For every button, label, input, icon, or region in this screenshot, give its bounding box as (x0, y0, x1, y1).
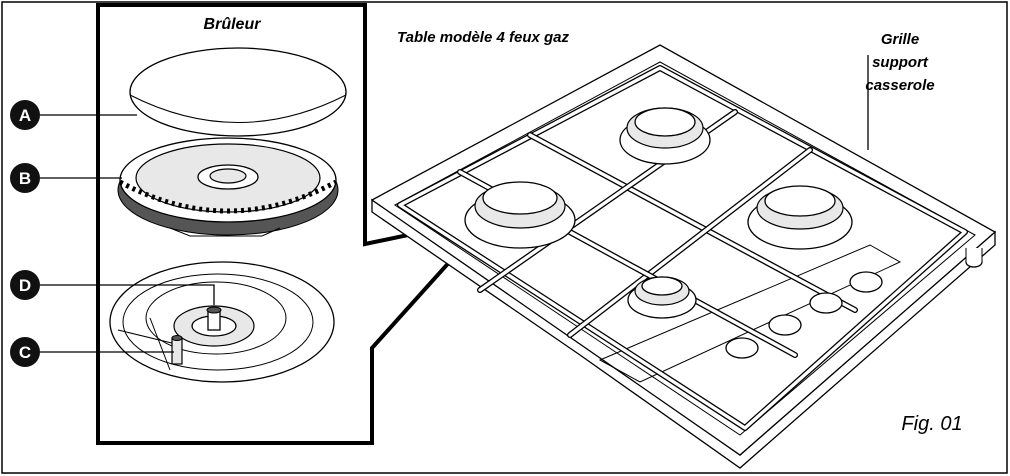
callout-letter-c: C (19, 343, 31, 362)
burner-title: Brûleur (204, 16, 262, 33)
grille-label-line-2: support (872, 54, 929, 71)
hob-burner-front (627, 276, 697, 319)
burner-base (109, 261, 335, 383)
leader-lines (40, 55, 869, 353)
callout-letter-b: B (19, 169, 31, 188)
callout-d: D (10, 270, 40, 300)
callout-b: B (10, 163, 40, 193)
gas-hob (370, 44, 997, 469)
grille-label-line-3: casserole (865, 77, 934, 94)
burner-cap-a (129, 47, 347, 137)
callout-a: A (10, 100, 40, 130)
grille-label-line-1: Grille (881, 31, 919, 48)
control-knobs (725, 271, 883, 359)
hob-title: Table modèle 4 feux gaz (397, 29, 569, 46)
callout-c: C (10, 337, 40, 367)
hob-burner-right (747, 185, 853, 250)
callout-letter-d: D (19, 276, 31, 295)
flame-spreader-b (117, 137, 339, 237)
figure-number: Fig. 01 (901, 413, 962, 435)
hob-burner-rear (619, 107, 711, 165)
callout-letter-a: A (19, 106, 31, 125)
hob-burner-left (464, 181, 576, 249)
